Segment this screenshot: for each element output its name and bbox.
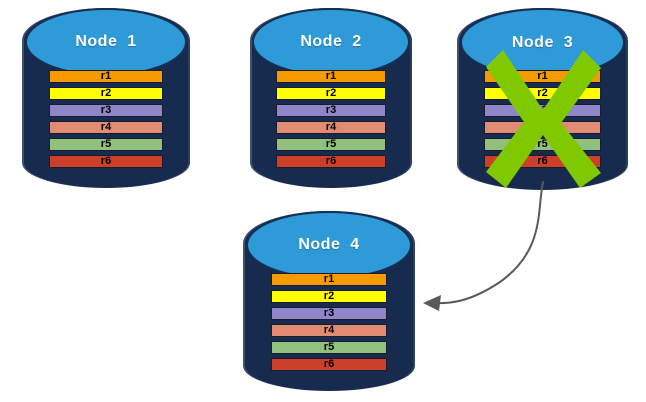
node-4-row-r6[interactable]: r6 [270, 358, 388, 371]
node-4[interactable]: Node 4 r1 r2 r3 r4 r5 r6 [243, 211, 415, 391]
node-4-row-r5[interactable]: r5 [270, 341, 388, 354]
node-3-row-r3[interactable]: r3 [484, 104, 601, 117]
node-3-row-r5[interactable]: r5 [484, 138, 601, 151]
node-1-row-r2[interactable]: r2 [48, 87, 164, 100]
node-1-cylinder-top [24, 8, 188, 77]
node-2-row-r5[interactable]: r5 [275, 138, 387, 151]
replication-arrow [423, 181, 544, 311]
node-4-rows: r1 r2 r3 r4 r5 r6 [270, 273, 388, 371]
node-3-row-r4[interactable]: r4 [484, 121, 601, 134]
node-3-row-r6[interactable]: r6 [484, 155, 601, 168]
node-3[interactable]: Node 3 r1 r2 r3 r4 r5 r6 [457, 8, 628, 190]
node-1-row-r4[interactable]: r4 [48, 121, 164, 134]
node-2[interactable]: Node 2 r1 r2 r3 r4 r5 r6 [250, 8, 412, 188]
node-1-title: Node 1 [75, 33, 137, 51]
node-4-title: Node 4 [298, 236, 360, 254]
node-4-row-r1[interactable]: r1 [270, 273, 388, 286]
node-4-row-r2[interactable]: r2 [270, 290, 388, 303]
node-4-row-r4[interactable]: r4 [270, 324, 388, 337]
node-1-row-r3[interactable]: r3 [48, 104, 164, 117]
node-1-row-r5[interactable]: r5 [48, 138, 164, 151]
node-1-rows: r1 r2 r3 r4 r5 r6 [48, 70, 164, 168]
node-2-row-r3[interactable]: r3 [275, 104, 387, 117]
node-3-rows: r1 r2 r3 r4 r5 r6 [484, 70, 601, 168]
node-2-row-r6[interactable]: r6 [275, 155, 387, 168]
node-1-row-r1[interactable]: r1 [48, 70, 164, 83]
node-2-rows: r1 r2 r3 r4 r5 r6 [275, 70, 387, 168]
node-1[interactable]: Node 1 r1 r2 r3 r4 r5 r6 [22, 8, 190, 188]
node-3-title: Node 3 [511, 33, 574, 51]
node-2-title: Node 2 [300, 33, 362, 51]
node-3-row-r2[interactable]: r2 [484, 87, 601, 100]
node-1-row-r6[interactable]: r6 [48, 155, 164, 168]
node-2-row-r2[interactable]: r2 [275, 87, 387, 100]
node-2-row-r4[interactable]: r4 [275, 121, 387, 134]
node-4-row-r3[interactable]: r3 [270, 307, 388, 320]
node-2-row-r1[interactable]: r1 [275, 70, 387, 83]
